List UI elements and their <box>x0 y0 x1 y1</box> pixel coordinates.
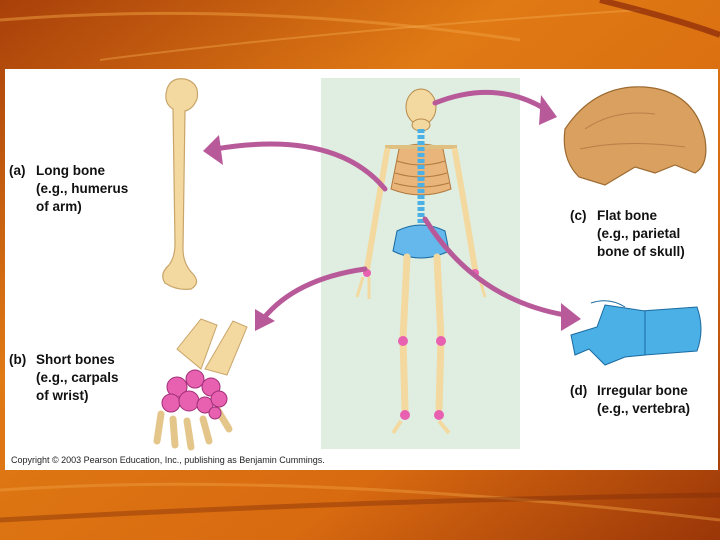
label-example-line2: bone of skull) <box>597 244 685 259</box>
humerus-illustration <box>162 78 199 290</box>
bone-classification-diagram <box>153 78 707 451</box>
label-letter: (a) <box>9 163 26 178</box>
arrow-to-long-bone <box>212 141 388 192</box>
arrow-heads <box>203 95 581 331</box>
label-title: Long bone <box>36 163 105 178</box>
label-letter: (b) <box>9 352 27 367</box>
figure-panel: (a) Long bone (e.g., humerus of arm) (b) S… <box>5 69 718 470</box>
vertebra-illustration <box>570 300 702 366</box>
label-example-line2: of wrist) <box>36 388 89 403</box>
copyright-notice: Copyright © 2003 Pearson Education, Inc.… <box>11 455 325 465</box>
label-example: (e.g., humerus <box>36 181 129 196</box>
label-title: Short bones <box>36 352 115 367</box>
label-example: (e.g., parietal <box>597 226 681 241</box>
parietal-bone-illustration <box>563 86 707 186</box>
carpals-illustration <box>153 318 248 451</box>
label-flat-bone: (c) Flat bone (e.g., parietal bone of sku… <box>570 207 685 261</box>
label-long-bone: (a) Long bone (e.g., humerus of arm) <box>9 162 128 216</box>
label-letter: (c) <box>570 208 587 223</box>
skeleton-backdrop <box>321 78 520 449</box>
label-letter: (d) <box>570 383 588 398</box>
label-example: (e.g., carpals <box>36 370 119 385</box>
label-example: (e.g., vertebra) <box>597 401 691 416</box>
arrow-to-irregular-bone <box>422 216 568 318</box>
arrow-to-flat-bone <box>432 89 548 112</box>
label-title: Flat bone <box>597 208 657 223</box>
label-example-line2: of arm) <box>36 199 82 214</box>
pointer-arrows <box>212 89 568 322</box>
human-skeleton-illustration <box>355 88 487 435</box>
label-irregular-bone: (d) Irregular bone (e.g., vertebra) <box>570 382 690 418</box>
arrow-to-short-bones <box>260 266 368 322</box>
label-title: Irregular bone <box>597 383 688 398</box>
label-short-bones: (b) Short bones (e.g., carpals of wrist) <box>9 351 119 405</box>
